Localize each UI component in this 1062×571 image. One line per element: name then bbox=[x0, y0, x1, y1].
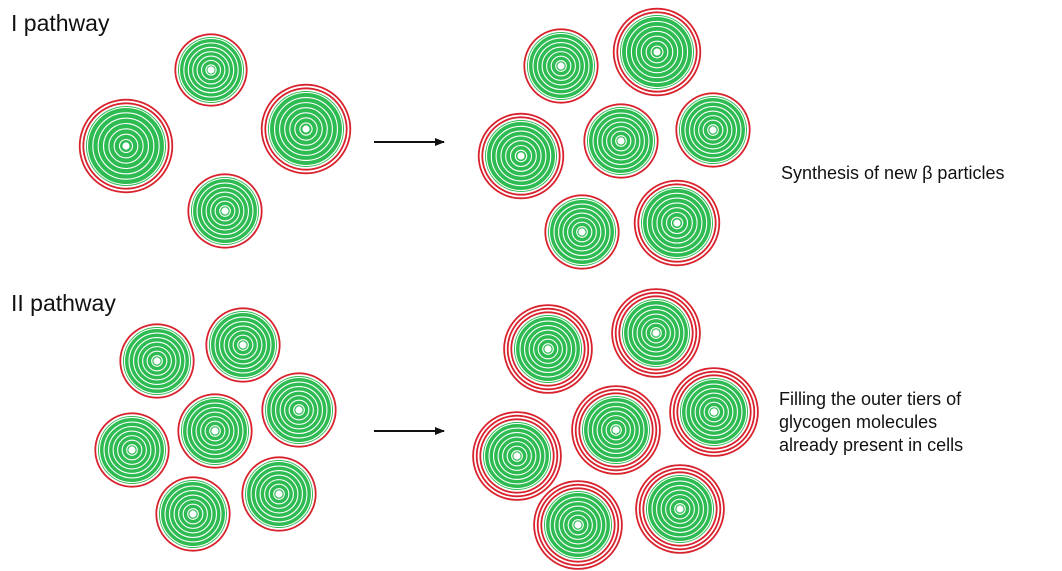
pathway-2-before-glycogen-particle-5 bbox=[261, 372, 336, 447]
pathway-1-after-glycogen-particle-7 bbox=[634, 180, 720, 266]
pathway-2-before-glycogen-particle-7 bbox=[241, 456, 316, 531]
pathway-2-before-glycogen-particle-6 bbox=[155, 476, 230, 551]
pathway-1-after-glycogen-particle-3 bbox=[478, 113, 564, 199]
pathway-1-after-glycogen-particle-1 bbox=[523, 28, 598, 103]
pathway-2-before-glycogen-particle-1 bbox=[119, 323, 194, 398]
pathway-2-after-glycogen-particle-4 bbox=[571, 385, 661, 475]
pathway-2-description-line-2: glycogen molecules bbox=[779, 411, 963, 434]
pathway-1-before-glycogen-particle-2 bbox=[79, 99, 173, 193]
pathway-2-after-glycogen-particle-2 bbox=[611, 288, 701, 378]
pathway-2-title: II pathway bbox=[11, 290, 116, 316]
pathway-1-after-glycogen-particle-5 bbox=[675, 92, 750, 167]
pathway-2-description: Filling the outer tiers of glycogen mole… bbox=[779, 388, 963, 457]
pathway-2-before-glycogen-particle-2 bbox=[205, 307, 280, 382]
pathway-1-after-glycogen-particle-4 bbox=[583, 103, 658, 178]
pathway-1-before-glycogen-particle-1 bbox=[174, 33, 247, 106]
pathway-2-before-glycogen-particle-4 bbox=[177, 393, 252, 468]
pathway-2-description-line-3: already present in cells bbox=[779, 434, 963, 457]
pathway-2-before-glycogen-particle-3 bbox=[94, 412, 169, 487]
pathway-1-description: Synthesis of new β particles bbox=[781, 162, 1004, 185]
pathway-1-after-glycogen-particle-6 bbox=[544, 194, 619, 269]
pathway-2-after-glycogen-particle-1 bbox=[503, 304, 593, 394]
pathway-1-title: I pathway bbox=[11, 10, 109, 36]
pathway-2-after-glycogen-particle-6 bbox=[533, 480, 623, 570]
pathway-2-after-glycogen-particle-5 bbox=[669, 367, 759, 457]
pathway-2-description-line-1: Filling the outer tiers of bbox=[779, 388, 963, 411]
pathway-1-before-glycogen-particle-4 bbox=[187, 173, 262, 248]
pathway-1-after-glycogen-particle-2 bbox=[613, 8, 701, 96]
pathway-2-after-glycogen-particle-3 bbox=[472, 411, 562, 501]
pathway-2-after-glycogen-particle-7 bbox=[635, 464, 725, 554]
pathway-1-before-glycogen-particle-3 bbox=[261, 84, 351, 174]
